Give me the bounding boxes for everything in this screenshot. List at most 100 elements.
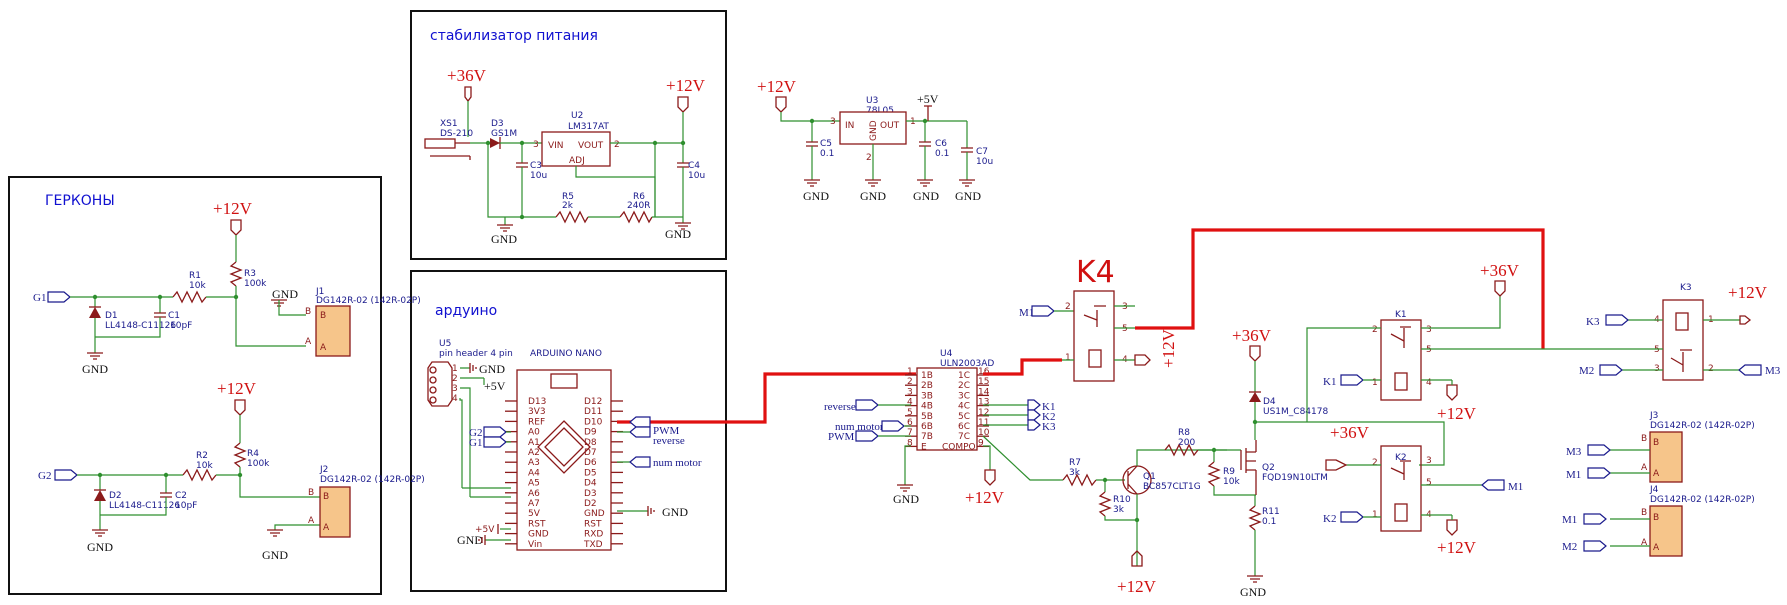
svg-text:B: B: [1641, 434, 1647, 444]
uln-input-pin-num: 7: [907, 428, 913, 438]
arduino-right-pin-label: D6: [584, 458, 597, 468]
svg-text:G1: G1: [469, 437, 482, 449]
svg-text:+36V: +36V: [1480, 261, 1520, 280]
u2-ref: U2: [571, 111, 583, 121]
r5-value: 2k: [562, 201, 574, 211]
svg-text:B: B: [323, 492, 329, 502]
c4-ref: C4: [688, 161, 700, 171]
power-36v-flag: [464, 86, 472, 103]
svg-text:LL4148-C11126: LL4148-C11126: [109, 501, 180, 511]
svg-text:LL4148-C11126: LL4148-C11126: [105, 321, 176, 331]
svg-text:M3: M3: [1765, 365, 1781, 377]
c3-ref: C3: [530, 161, 542, 171]
r6-symbol: [619, 210, 653, 224]
uln-output-pin-num: 11: [978, 418, 989, 428]
c3-value: 10u: [530, 171, 547, 181]
uln-input-pin-label: 5B: [921, 412, 933, 422]
svg-text:M1: M1: [1508, 481, 1523, 493]
svg-text:GND: GND: [272, 287, 298, 301]
svg-text:A: A: [320, 343, 327, 353]
k4-relay: K4 M1 2 3 5 1 4 +12V: [1019, 228, 1545, 382]
svg-text:IN: IN: [845, 121, 854, 131]
k3-relay: K3 4 1 5 3 2 K3 M2 +12V M3: [1579, 283, 1781, 381]
arduino-left-pin-label: RST: [528, 519, 546, 529]
svg-text:B: B: [1653, 438, 1659, 448]
svg-text:1: 1: [1372, 510, 1378, 520]
stabilizer-block-frame: [410, 10, 727, 260]
svg-text:K1: K1: [1042, 401, 1055, 413]
uln-output-pin-num: 14: [978, 387, 990, 397]
k4-relay-box: [1073, 290, 1115, 382]
arduino-left-pin-label: A6: [528, 489, 540, 499]
svg-text:B: B: [305, 307, 311, 317]
svg-text:4: 4: [452, 394, 458, 404]
svg-text:GND: GND: [665, 227, 691, 241]
uln-input-pin-label: 7B: [921, 432, 933, 442]
svg-text:C7: C7: [976, 147, 988, 157]
j3-connector: [1649, 431, 1683, 483]
arduino-right-pin-label: D5: [584, 468, 597, 478]
arduino-right-pin-label: D11: [584, 407, 602, 417]
svg-text:1: 1: [452, 364, 458, 374]
arduino-right-pin-label: D7: [584, 448, 597, 458]
svg-text:M2: M2: [1579, 365, 1594, 377]
svg-text:10k: 10k: [189, 281, 206, 291]
arduino-nano-symbol: [516, 369, 612, 551]
svg-text:+5V: +5V: [475, 525, 495, 535]
svg-text:+12V: +12V: [1437, 538, 1477, 557]
svg-text:100k: 100k: [247, 459, 270, 469]
svg-text:ARDUINO NANO: ARDUINO NANO: [530, 349, 602, 359]
svg-text:10pF: 10pF: [170, 321, 192, 331]
svg-text:U5: U5: [439, 339, 451, 349]
reg-12v-label: +12V: [757, 77, 797, 96]
svg-text:GND: GND: [262, 548, 288, 562]
svg-text:1: 1: [910, 117, 916, 127]
svg-text:M1: M1: [1019, 307, 1034, 319]
arduino-left-pin-label: A3: [528, 458, 540, 468]
g1-net-label: G1: [33, 292, 46, 304]
svg-text:D4: D4: [1263, 397, 1276, 407]
j1-connector: [315, 305, 351, 357]
svg-text:5: 5: [1426, 345, 1432, 355]
svg-text:K3: K3: [1680, 283, 1692, 293]
uln-input-pin-num: 5: [907, 408, 913, 418]
svg-text:R11: R11: [1262, 507, 1280, 517]
uln-input-pin-num: 2: [907, 377, 913, 387]
svg-text:3: 3: [1654, 364, 1660, 374]
svg-text:J2: J2: [319, 465, 328, 475]
arduino-right-pin-label: TXD: [583, 540, 603, 550]
svg-text:BC857CLT1G: BC857CLT1G: [1143, 482, 1201, 492]
svg-text:R9: R9: [1223, 467, 1235, 477]
uln-input-pin-num: 3: [907, 387, 913, 397]
svg-text:VIN: VIN: [548, 141, 564, 151]
uln-output-pin-label: 6C: [958, 422, 970, 432]
svg-text:K2: K2: [1323, 513, 1336, 525]
uln-output-pin-num: 13: [978, 398, 989, 408]
svg-text:A: A: [308, 516, 315, 526]
arduino-left-pin-label: 3V3: [528, 407, 546, 417]
arduino-right-pin-label: RST: [584, 519, 602, 529]
uln-output-pin-label: 5C: [958, 412, 970, 422]
arduino-right-pin-label: D4: [584, 479, 597, 489]
svg-text:+12V: +12V: [965, 488, 1005, 507]
uln-input-pin-label: 4B: [921, 402, 933, 412]
svg-text:A: A: [1641, 538, 1648, 548]
arduino-left-pin-label: 5V: [528, 509, 541, 519]
svg-text:DG142R-02 (142R-02P): DG142R-02 (142R-02P): [316, 296, 421, 306]
svg-text:G2: G2: [469, 427, 482, 439]
svg-text:GND: GND: [662, 505, 688, 519]
svg-text:A: A: [1653, 469, 1660, 479]
svg-text:VOUT: VOUT: [578, 141, 604, 151]
svg-text:R7: R7: [1069, 458, 1081, 468]
d3-diode-symbol: [490, 138, 500, 148]
svg-text:DG142R-02 (142R-02P): DG142R-02 (142R-02P): [1650, 495, 1755, 505]
k2-relay: K2 2 3 5 1 4 +36V +12V M1 K2: [1323, 423, 1523, 557]
svg-text:GND: GND: [955, 189, 981, 203]
arduino-circuit: U5 pin header 4 pin 1 2 3 4 GND +5V ARDU…: [427, 339, 916, 551]
c4-value: 10u: [688, 171, 705, 181]
svg-text:5: 5: [1426, 478, 1432, 488]
uln-output-pin-label: 7C: [958, 432, 970, 442]
power-36v-label: +36V: [447, 66, 487, 85]
uln-input-pin-num: 4: [907, 398, 913, 408]
svg-text:10u: 10u: [976, 157, 993, 167]
